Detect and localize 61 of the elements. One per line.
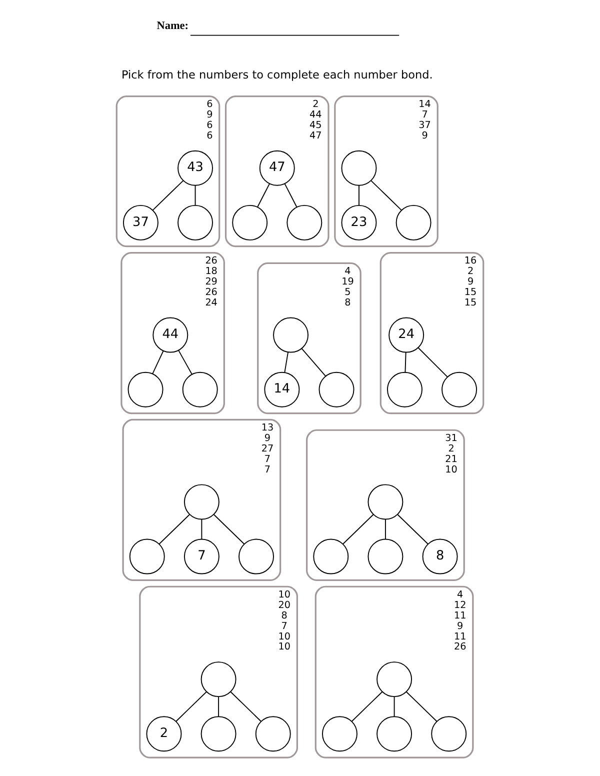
node-circle [368, 538, 404, 574]
connector [384, 518, 386, 540]
node-circle [368, 484, 404, 520]
node-circle [273, 317, 308, 353]
node-circle: 8 [422, 538, 458, 574]
connector [284, 352, 288, 374]
node-circle [286, 204, 322, 240]
node-circle [341, 150, 377, 186]
node-circle [129, 538, 165, 574]
node-circle [200, 662, 236, 698]
node-circle [431, 716, 467, 752]
node-circle: 7 [184, 538, 220, 574]
connector [394, 696, 395, 717]
connector [178, 350, 192, 375]
label: Pick from the numbers to complete each number bond. [121, 68, 433, 82]
label: Name: [156, 20, 189, 32]
node-circle [313, 538, 349, 574]
cluster: 4 12 11 9 11 26 [314, 586, 474, 758]
connector [176, 691, 207, 722]
connector [284, 183, 298, 208]
connector [342, 514, 374, 544]
node-circle: 47 [259, 150, 295, 186]
node-circle: 37 [122, 204, 158, 240]
node-circle [386, 372, 422, 408]
node-circle [376, 716, 412, 752]
connector [158, 514, 190, 544]
node-circle [396, 204, 432, 240]
node-circle: 2 [146, 716, 182, 752]
node-circle [184, 484, 220, 520]
connector [257, 183, 270, 208]
node-circle [232, 204, 268, 240]
connector [194, 184, 196, 206]
connector [152, 350, 164, 374]
connector [404, 352, 406, 373]
connector [351, 691, 383, 722]
node-circle: 24 [388, 317, 424, 353]
connector [301, 348, 326, 377]
connector [230, 691, 262, 722]
node-circle: 23 [341, 204, 377, 240]
connector [358, 184, 360, 206]
connector [218, 696, 220, 717]
node-circle [442, 372, 478, 408]
node-circle [178, 204, 214, 240]
node-circle: 14 [264, 372, 300, 408]
node-circle [182, 372, 218, 408]
node-circle [318, 372, 354, 408]
node-circle [200, 716, 236, 752]
node-circle: 44 [152, 317, 188, 353]
connector [397, 514, 428, 544]
node-circle [322, 716, 358, 752]
connector [152, 180, 184, 211]
node-circle [255, 716, 291, 752]
connector [418, 347, 448, 378]
connector [406, 691, 438, 722]
connector [201, 518, 202, 540]
node-circle [376, 662, 412, 698]
connector [370, 180, 402, 211]
node-circle: 43 [178, 150, 214, 186]
node-circle [238, 538, 274, 574]
node-circle [128, 372, 164, 408]
connector [213, 514, 245, 544]
